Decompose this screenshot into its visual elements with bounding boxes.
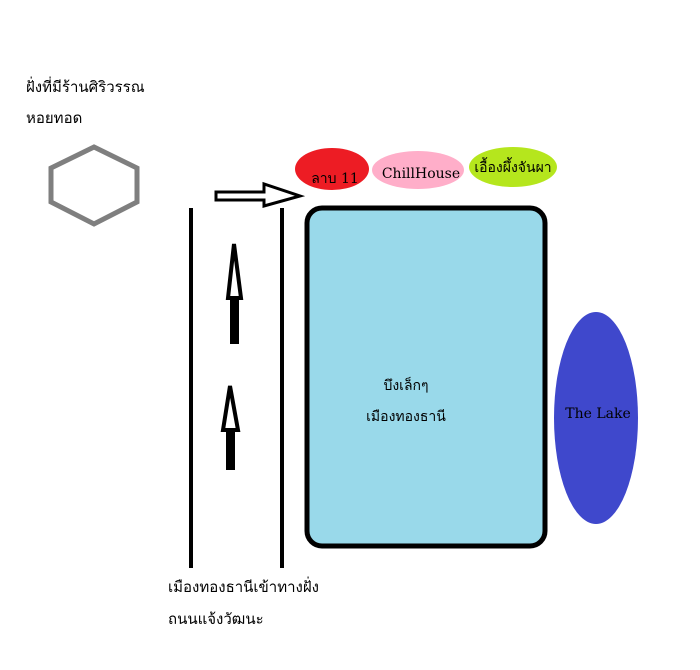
- shop-uang-phueng-label: เอื้องผึ้งจันผา: [474, 157, 551, 176]
- lake-area: [554, 312, 638, 524]
- shop-uang-phueng-marker: [469, 147, 557, 187]
- shop-chillhouse-marker: [372, 151, 464, 189]
- shore-label-line1: ฝั่งที่มีร้านศิริวรรณ: [26, 78, 145, 96]
- shop-chillhouse-label: ChillHouse: [382, 166, 460, 182]
- up-arrow-icon: [220, 385, 241, 470]
- up-arrow-icon: [225, 243, 244, 344]
- shop-lab11-marker: [295, 148, 369, 190]
- pond-area: [304, 205, 548, 549]
- right-arrow-icon: [214, 181, 306, 208]
- road-label-line2: ถนนแจ้งวัฒนะ: [168, 610, 264, 628]
- lake-label: The Lake: [565, 406, 631, 422]
- shop-lab11-label: ลาบ 11: [311, 171, 359, 187]
- road-label-line1: เมืองทองธานีเข้าทางฝั่ง: [168, 578, 319, 596]
- pond-label-line2: เมืองทองธานี: [366, 409, 446, 425]
- hexagon-landmark: [48, 144, 140, 227]
- pond-label-line1: บึงเล็กๆ: [383, 376, 428, 394]
- shore-label-line2: หอยทอด: [26, 109, 83, 127]
